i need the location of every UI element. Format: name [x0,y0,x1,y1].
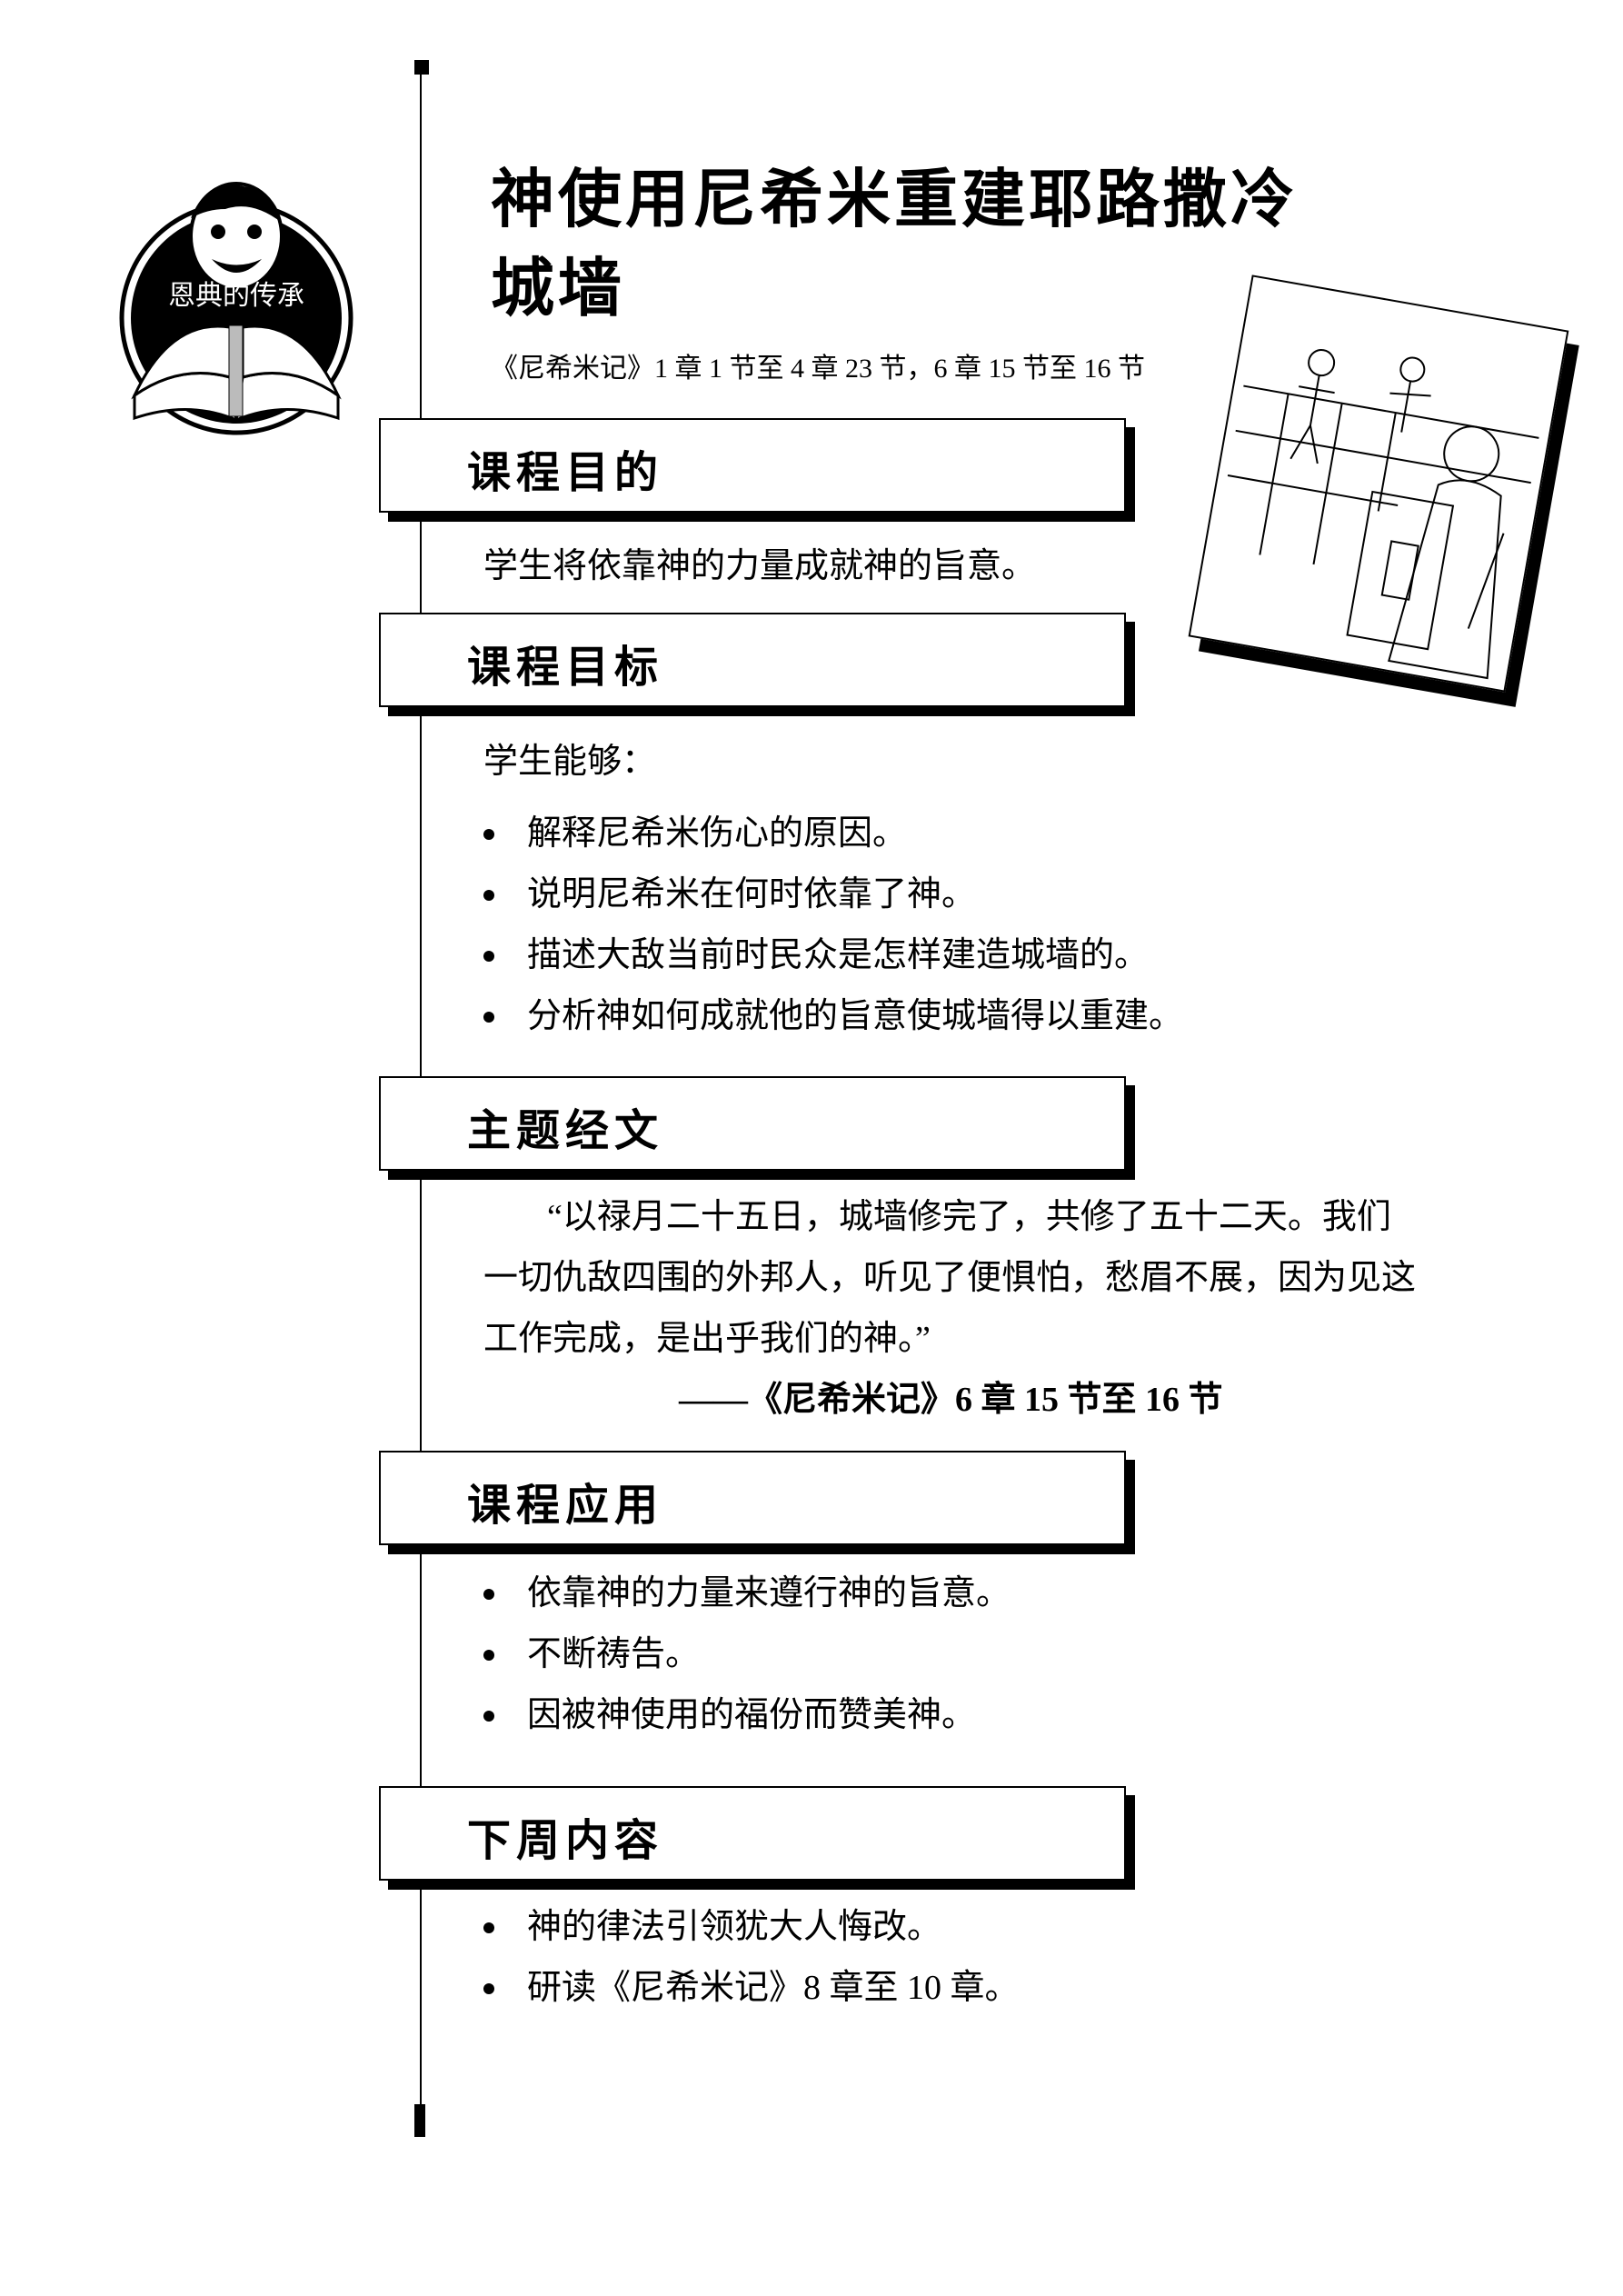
section-header-next-week: 下周内容 [379,1786,1126,1881]
section-header-verse: 主题经文 [379,1076,1126,1171]
page-title: 神使用尼希米重建耶路撒冷 城墙 [491,155,1298,333]
logo: 恩典的传承 [119,182,353,435]
list-item: 依靠神的力量来遵行神的旨意。 [483,1563,1011,1624]
list-item: 描述大敌当前时民众是怎样建造城墙的。 [483,925,1183,986]
timeline-bottom-marker [414,2104,425,2137]
list-item: 分析神如何成就他的旨意使城墙得以重建。 [483,986,1183,1047]
section-heading: 主题经文 [467,1105,664,1156]
next-week-list: 神的律法引领犹大人悔改。 研读《尼希米记》8 章至 10 章。 [483,1897,1020,2019]
list-item: 因被神使用的福份而赞美神。 [483,1685,1011,1746]
section-header-purpose: 课程目的 [379,418,1126,513]
section-heading: 课程目标 [467,642,664,693]
verse-citation: ——《尼希米记》6 章 15 节至 16 节 [679,1381,1223,1419]
list-item: 说明尼希米在何时依靠了神。 [483,864,1183,925]
verse-line: “以禄月二十五日，城墙修完了，共修了五十二天。我们 [547,1198,1391,1236]
section-header-objectives: 课程目标 [379,613,1126,707]
list-item: 不断祷告。 [483,1624,1011,1685]
section-heading: 课程目的 [467,447,664,498]
scripture-reference: 《尼希米记》1 章 1 节至 4 章 23 节，6 章 15 节至 16 节 [491,354,1145,384]
illustration-image [1227,349,1539,680]
timeline-top-marker [414,60,429,75]
section-heading: 下周内容 [467,1815,664,1866]
logo-text: 恩典的传承 [168,280,304,312]
list-item: 神的律法引领犹大人悔改。 [483,1897,1020,1958]
objectives-intro: 学生能够： [483,743,657,781]
title-line-2: 城墙 [491,250,625,325]
purpose-text: 学生将依靠神的力量成就神的旨意。 [483,547,1037,585]
list-item: 研读《尼希米记》8 章至 10 章。 [483,1958,1020,2019]
verse-line: 工作完成，是出乎我们的神。” [483,1320,931,1358]
verse-line: 一切仇敌四围的外邦人，听见了便惧怕，愁眉不展，因为见这 [483,1259,1417,1297]
section-heading: 课程应用 [467,1480,664,1531]
illustration-nehemiah-wall [1188,275,1569,693]
memory-verse: “以禄月二十五日，城墙修完了，共修了五十二天。我们 一切仇敌四围的外邦人，听见了… [483,1187,1416,1431]
title-line-1: 神使用尼希米重建耶路撒冷 [491,161,1298,236]
list-item: 解释尼希米伤心的原因。 [483,804,1183,864]
application-list: 依靠神的力量来遵行神的旨意。 不断祷告。 因被神使用的福份而赞美神。 [483,1563,1011,1746]
objectives-list: 解释尼希米伤心的原因。 说明尼希米在何时依靠了神。 描述大敌当前时民众是怎样建造… [483,804,1183,1047]
section-header-application: 课程应用 [379,1451,1126,1545]
